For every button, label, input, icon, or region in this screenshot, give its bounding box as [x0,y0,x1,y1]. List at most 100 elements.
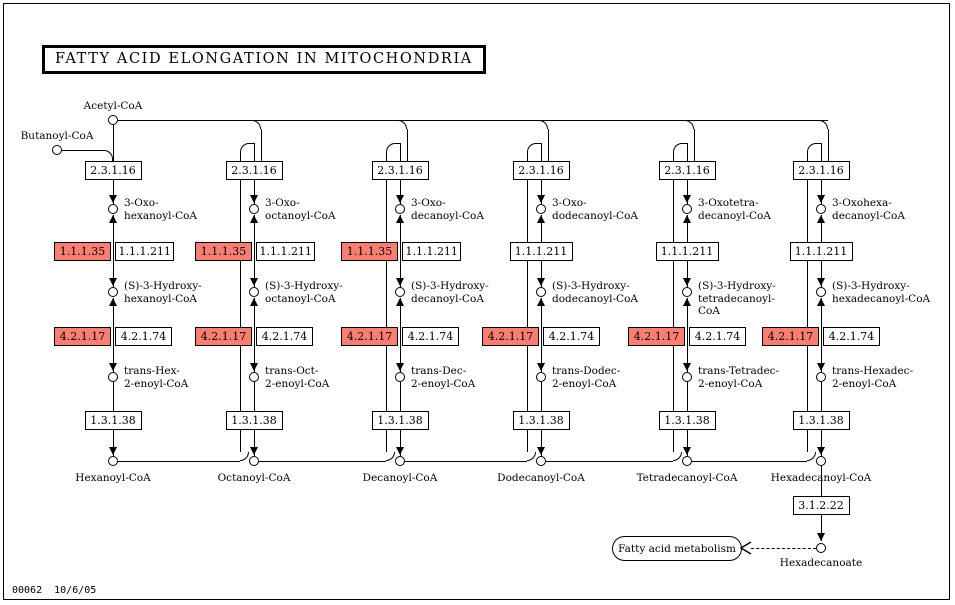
column-c14-ec-reductase[interactable]: 1.3.1.38 [658,411,716,430]
column-c6-ec-hydratase[interactable]: 4.2.1.74 [115,327,172,346]
column-c10-recycle-h [405,461,527,462]
column-c10-label-hydroxy: (S)-3-Hydroxy- decanoyl-CoA [411,280,489,305]
column-c10-line-a [400,180,401,204]
column-c10-ec-dehydrogenase[interactable]: 1.1.1.211 [402,242,462,261]
column-c12-recycle-h [546,461,673,462]
column-c12-arrow-from-oxo [536,215,545,223]
map-link-fatty-acid-metabolism[interactable]: Fatty acid metabolism [612,536,742,561]
column-c14-compound-oxo[interactable] [682,204,692,214]
column-c8-line-c [254,298,255,372]
column-c8-compound-hydroxy[interactable] [249,287,259,297]
column-c6-ec-hydratase-hl[interactable]: 4.2.1.17 [54,327,111,346]
column-c8-arrow-from-hydroxy [249,298,258,306]
column-c16-ec-hydratase[interactable]: 4.2.1.74 [823,327,880,346]
column-c12-recycle-corner-top [673,143,682,152]
column-c14-arrow-from-oxo [682,215,691,223]
column-c8-ec-dehydrogenase[interactable]: 1.1.1.211 [256,242,316,261]
column-c16-compound-product[interactable] [816,456,826,466]
column-c8-compound-oxo[interactable] [249,204,259,214]
footer-text: 00062 10/6/05 [12,585,97,596]
column-c8-arrow-from-oxo [249,215,258,223]
column-c14-ec-hydratase-hl[interactable]: 4.2.1.17 [628,327,685,346]
column-c16-compound-oxo[interactable] [816,204,826,214]
column-c10-compound-product[interactable] [395,456,405,466]
column-c10-ec-reductase[interactable]: 1.3.1.38 [371,411,429,430]
column-c8-recycle-top-h [395,143,400,144]
column-c6-compound-hydroxy[interactable] [108,287,118,297]
column-c16-ec-dehydrogenase[interactable]: 1.1.1.211 [789,242,853,261]
column-c16-ec-condensation[interactable]: 2.3.1.16 [792,161,850,180]
column-c10-label-oxo: 3-Oxo- decanoyl-CoA [411,197,484,222]
column-c14-ec-condensation[interactable]: 2.3.1.16 [658,161,716,180]
column-c6-ec-dehydrogenase[interactable]: 1.1.1.211 [115,242,175,261]
column-c8-ec-condensation[interactable]: 2.3.1.16 [225,161,283,180]
acetyl-drop-leg [694,129,695,161]
column-c16-label-hydroxy: (S)-3-Hydroxy- hexadecanoyl-CoA [832,280,931,305]
column-c12-line-e [541,430,542,456]
column-c16-label-enoyl: trans-Hexadec- 2-enoyl-CoA [832,365,914,390]
column-c12-compound-hydroxy[interactable] [536,287,546,297]
acetyl-leg-c1 [113,125,114,161]
column-c10-ec-dehydrogenase-hl[interactable]: 1.1.1.35 [341,242,398,261]
column-c8-label-product: Octanoyl-CoA [217,472,291,484]
column-c12-compound-enoyl[interactable] [536,372,546,382]
column-c8-recycle-corner-top [386,143,395,152]
column-c8-ec-hydratase[interactable]: 4.2.1.74 [256,327,313,346]
compound-acetyl-coa[interactable] [108,115,118,125]
column-c14-line-a [687,180,688,204]
compound-butanoyl-coa[interactable] [52,145,62,155]
column-c8-compound-product[interactable] [249,456,259,466]
column-c10-line-c [400,298,401,372]
column-c6-compound-product[interactable] [108,456,118,466]
column-c10-ec-hydratase-hl[interactable]: 4.2.1.17 [341,327,398,346]
column-c16-compound-hydroxy[interactable] [816,287,826,297]
column-c10-compound-enoyl[interactable] [395,372,405,382]
column-c12-ec-hydratase[interactable]: 4.2.1.74 [543,327,600,346]
column-c8-label-hydroxy: (S)-3-Hydroxy- octanoyl-CoA [265,280,343,305]
compound-hexadecanoate[interactable] [816,543,826,553]
column-c6-ec-reductase[interactable]: 1.3.1.38 [84,411,142,430]
column-c8-arrow-to-oxo [249,195,258,203]
column-c8-ec-reductase[interactable]: 1.3.1.38 [225,411,283,430]
column-c12-ec-reductase[interactable]: 1.3.1.38 [512,411,570,430]
column-c10-line-d [400,382,401,411]
column-c6-recycle-riser [240,152,241,452]
column-c6-ec-dehydrogenase-hl[interactable]: 1.1.1.35 [54,242,111,261]
column-c16-arrow-from-hydroxy [816,298,825,306]
column-c10-compound-hydroxy[interactable] [395,287,405,297]
arrow-to-hexadecanoate [816,533,825,541]
column-c14-compound-enoyl[interactable] [682,372,692,382]
column-c12-ec-condensation[interactable]: 2.3.1.16 [512,161,570,180]
column-c10-recycle-corner-top [527,143,536,152]
column-c16-compound-enoyl[interactable] [816,372,826,382]
column-c16-arrow-to-hydroxy [816,278,825,286]
column-c6-recycle-h [118,461,240,462]
column-c12-arrow-to-enoyl [536,363,545,371]
column-c16-ec-reductase[interactable]: 1.3.1.38 [792,411,850,430]
column-c6-compound-oxo[interactable] [108,204,118,214]
column-c10-line-e [400,430,401,456]
column-c8-compound-enoyl[interactable] [249,372,259,382]
column-c8-ec-hydratase-hl[interactable]: 4.2.1.17 [195,327,252,346]
column-c10-compound-oxo[interactable] [395,204,405,214]
column-c6-recycle-corner-top [240,143,249,152]
column-c16-ec-hydratase-hl[interactable]: 4.2.1.17 [762,327,819,346]
column-c6-compound-enoyl[interactable] [108,372,118,382]
column-c14-compound-hydroxy[interactable] [682,287,692,297]
column-c10-ec-hydratase[interactable]: 4.2.1.74 [402,327,459,346]
column-c10-ec-condensation[interactable]: 2.3.1.16 [371,161,429,180]
column-c16-arrow-from-oxo [816,215,825,223]
column-c12-compound-product[interactable] [536,456,546,466]
column-c14-compound-product[interactable] [682,456,692,466]
column-c12-compound-oxo[interactable] [536,204,546,214]
column-c8-line-e [254,430,255,456]
column-c8-ec-dehydrogenase-hl[interactable]: 1.1.1.35 [195,242,252,261]
column-c8-line-b [254,215,255,287]
column-c6-ec-condensation[interactable]: 2.3.1.16 [84,161,142,180]
column-c12-arrow-to-oxo [536,195,545,203]
ec-thioesterase[interactable]: 3.1.2.22 [792,496,850,515]
column-c12-ec-dehydrogenase[interactable]: 1.1.1.211 [509,242,573,261]
column-c14-ec-dehydrogenase[interactable]: 1.1.1.211 [655,242,719,261]
column-c14-ec-hydratase[interactable]: 4.2.1.74 [689,327,746,346]
column-c12-ec-hydratase-hl[interactable]: 4.2.1.17 [482,327,539,346]
